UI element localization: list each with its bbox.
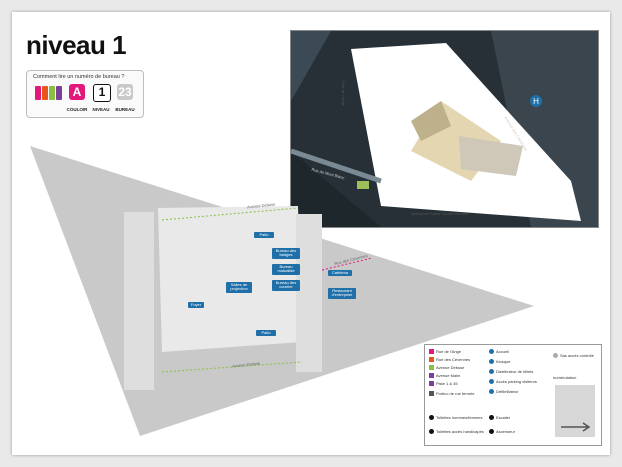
- corridor-a-swatch: [429, 349, 434, 355]
- corridor-strip: [42, 86, 48, 100]
- room-salles-projection: Salles de projection: [226, 282, 252, 293]
- defibrillator-icon: [489, 389, 494, 395]
- office-label: BUREAU: [115, 107, 135, 112]
- elevator-icon: [489, 429, 494, 435]
- room-bureau-badges: Bureau des badges: [272, 248, 300, 259]
- parking-icon: [489, 379, 494, 385]
- howto-question: Comment lire un numéro de bureau ?: [33, 74, 125, 80]
- corridor-code: A: [69, 84, 85, 100]
- room-cafeteria: Cafétéria: [328, 270, 352, 277]
- info-icon: [489, 349, 494, 355]
- room-patio: Patio: [254, 232, 274, 239]
- corridor-strip: [49, 86, 55, 100]
- legend-elevator: Ascenseur: [489, 429, 515, 435]
- legend-stairs: Piste 1 & 45: [429, 381, 458, 387]
- corridor-d-swatch: [429, 373, 434, 379]
- room-foyer: Foyer: [188, 302, 204, 309]
- room-bureau-mutualise: Bureau mutualisé: [272, 264, 300, 275]
- level-code: 1: [93, 84, 111, 102]
- portico-swatch: [429, 391, 434, 397]
- legend-portico: Portico de rue fermée: [429, 391, 474, 397]
- legend-corridor-b: Rue des Cévennes: [429, 357, 470, 363]
- corridor-strip: [35, 86, 41, 100]
- legend-distributeur: Distributeur de billets: [489, 369, 533, 375]
- legend-wc-access: Toilettes accès handicapés: [429, 429, 484, 435]
- wheelchair-icon: [429, 429, 434, 435]
- corridor-label: COULOIR: [66, 107, 88, 112]
- corridor-c-swatch: [429, 365, 434, 371]
- office-number-legend: Comment lire un numéro de bureau ? A 1 2…: [26, 70, 144, 118]
- level-label: NIVEAU: [92, 107, 110, 112]
- room-bureau-courrier: Bureau des courrier: [272, 280, 300, 291]
- page-title: niveau 1: [26, 30, 127, 60]
- svg-text:H: H: [533, 97, 539, 106]
- corridor-strip: [56, 86, 62, 100]
- legend-defibrillateur: Défibrillateur: [489, 389, 518, 395]
- legend-corridor-c: Avenue Debuse: [429, 365, 464, 371]
- map-page: niveau 1 Comment lire un numéro de burea…: [12, 12, 610, 455]
- legend-corridor-d: Avenue Malm: [429, 373, 460, 379]
- inset-map-graphic: H: [291, 31, 598, 227]
- room-patio: Patio: [256, 330, 276, 337]
- stairs-swatch: [429, 381, 434, 387]
- legend-no-access: Sas accès contrôlé: [553, 353, 594, 359]
- office-code: 23: [117, 84, 133, 100]
- legend-parking: Accès parking visiteurs: [489, 379, 537, 385]
- floor-plan: [30, 146, 534, 436]
- atm-icon: [489, 369, 494, 375]
- room-restaurant: Restaurant d'entreprise: [328, 288, 356, 299]
- legend-corridor-a: Rue de l'Ange: [429, 349, 461, 355]
- escalator-icon: [489, 415, 494, 421]
- corridor-b-swatch: [429, 357, 434, 363]
- legend-escalator: Escalier: [489, 415, 510, 421]
- controlled-access-icon: [553, 353, 558, 359]
- map-legend: Rue de l'Ange Rue des Cévennes Avenue De…: [424, 344, 602, 446]
- legend-wc: Toilettes hommes/femmes: [429, 415, 482, 421]
- inset-site-label: Métropole Salon Centre Mérites: [411, 211, 468, 216]
- legend-numeration: numérotation: [553, 375, 577, 380]
- numbering-diagram: [555, 385, 595, 437]
- kiosk-icon: [489, 359, 494, 365]
- legend-kiosque: Kiosque: [489, 359, 510, 365]
- location-inset-map: H Avenue des Cévennes Rue de l'Ange Rue …: [290, 30, 599, 228]
- legend-accueil: Accueil: [489, 349, 509, 355]
- wc-icon: [429, 415, 434, 421]
